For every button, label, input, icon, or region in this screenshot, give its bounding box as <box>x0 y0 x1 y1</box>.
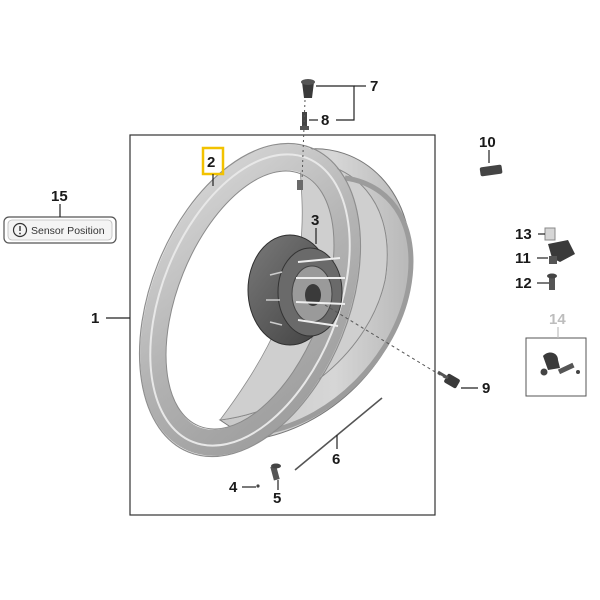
rear-wheel <box>138 142 414 458</box>
callout-3: 3 <box>311 212 319 229</box>
rim-front-edge <box>138 142 362 458</box>
callout-10: 10 <box>479 134 496 151</box>
callout-11: 11 <box>515 250 531 267</box>
callout-1: 1 <box>91 310 99 327</box>
rod-icon <box>294 397 383 471</box>
callout-6: 6 <box>332 451 340 468</box>
rim-far-lip <box>264 175 414 435</box>
small-dot-icon <box>256 484 260 488</box>
weight-block-icon <box>479 164 503 177</box>
callout-7: 7 <box>370 78 378 95</box>
leader-7-8 <box>316 85 355 121</box>
callout-13: 13 <box>515 226 532 243</box>
callout-8: 8 <box>321 112 329 129</box>
info-exclamation-icon <box>12 222 28 238</box>
callout-2: 2 <box>207 154 215 171</box>
bolt-icon <box>437 370 460 389</box>
screw-icon <box>270 463 281 481</box>
wheel-hub <box>247 234 346 346</box>
valve-cap-icon <box>301 79 315 98</box>
callout-4: 4 <box>229 479 238 496</box>
tpms-sensor-icon <box>540 352 580 376</box>
rim-front-groove <box>149 153 351 447</box>
callout-14: 14 <box>549 311 566 328</box>
sensor-box <box>525 337 587 397</box>
callout-12: 12 <box>515 275 532 292</box>
callout-5: 5 <box>273 490 281 507</box>
sensor-assembly-icon <box>544 227 575 290</box>
wheel-frame <box>129 134 436 516</box>
callout-15: 15 <box>51 188 68 205</box>
watermark: hirochi <box>181 378 215 389</box>
valve-dashed-line <box>301 99 306 181</box>
sensor-position-label: Sensor Position <box>31 225 105 237</box>
rim-front <box>140 144 360 456</box>
rim-valve-seat <box>297 180 303 190</box>
callout-9: 9 <box>482 380 490 397</box>
